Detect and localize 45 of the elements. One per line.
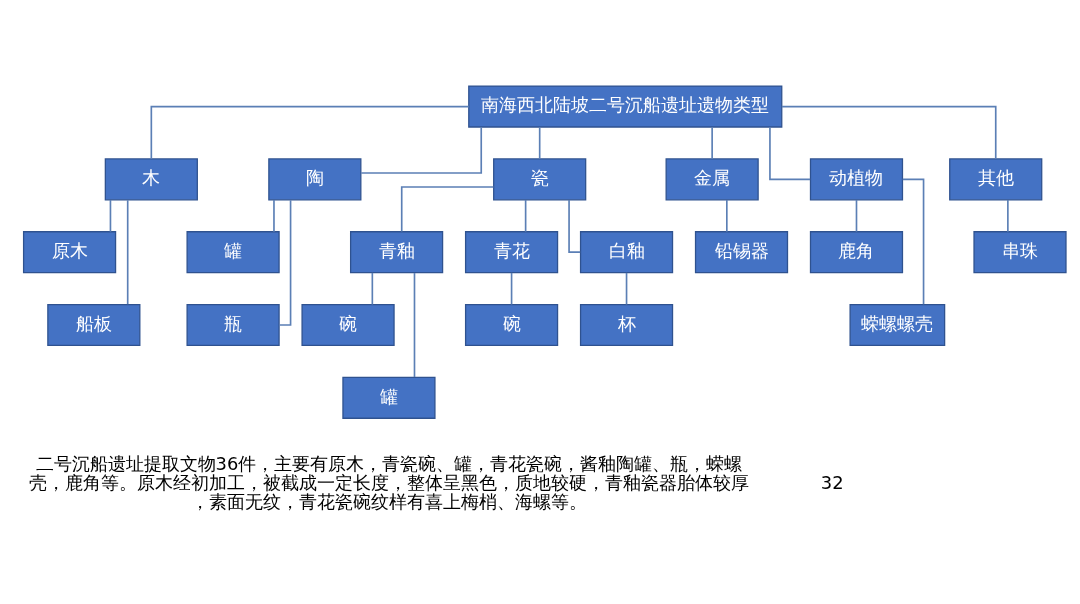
node-box: 瓷 [493,158,587,201]
node-box: 铅锡器 [694,231,789,274]
node-box: 船板 [47,303,141,347]
node-box: 白釉 [579,231,674,274]
connector [109,199,112,233]
connector [901,178,925,305]
node-box: 鹿角 [809,231,904,274]
node-box: 青釉 [350,231,444,274]
connector [711,126,713,160]
connector [726,199,728,233]
connector [413,272,416,378]
connector [769,126,811,181]
label: 32 [820,471,844,493]
connector [855,199,858,233]
connector [150,105,470,160]
node-box: 蝾螺螺壳 [849,303,946,347]
node-box: 串珠 [973,231,1067,274]
connector [568,199,581,253]
connector [510,272,513,306]
connector [360,126,483,174]
node-box: 原木 [22,231,117,274]
node-box: 金属 [665,158,759,201]
label: 二号沉船遗址提取文物36件，主要有原木，青瓷碗、罐，青花瓷碗，酱釉陶罐、瓶，蝾螺壳，鹿角等。原木经初加工，被截成一定长度，整体呈黑色，质地较硬，青釉瓷器胎体较厚，素面无纹，青花瓷碗纹样有喜上梅梢、海螺等。 [28,452,749,512]
node-box: 罐 [186,231,280,274]
connector [625,272,628,306]
node-box: 罐 [342,376,436,419]
connector [278,199,292,326]
connector [126,199,129,305]
connector [273,199,275,233]
node-box: 碗 [464,303,559,347]
node-box: 南海西北陆坡二号沉船遗址遗物类型 [468,85,783,128]
node-box: 其他 [949,158,1043,201]
node-box: 木 [104,158,198,201]
connector [781,105,997,160]
connector [524,199,527,233]
node-box: 瓶 [186,303,280,347]
connector [538,126,541,160]
node-box: 青花 [464,231,559,274]
node-box: 陶 [268,158,362,201]
node-box: 杯 [579,303,674,347]
connector [371,272,374,306]
connector [400,186,495,233]
node-box: 碗 [301,303,395,347]
connector [1007,199,1009,233]
node-box: 动植物 [809,158,904,201]
